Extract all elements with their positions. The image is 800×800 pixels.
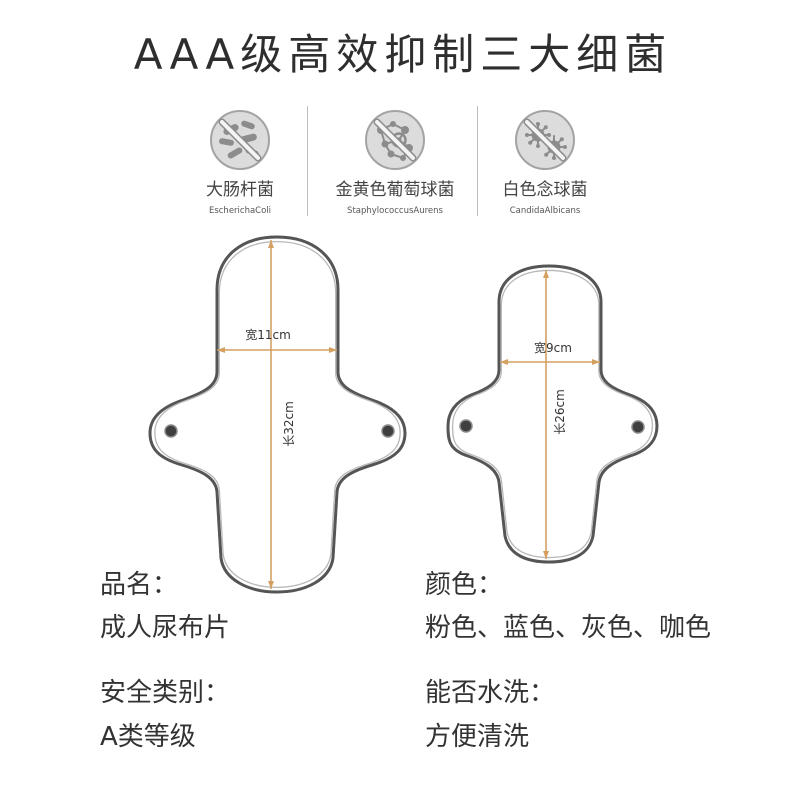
bacteria-name: 大肠杆菌: [206, 180, 274, 200]
large-pad: 宽11cm 长32cm: [148, 235, 407, 594]
snap-button: [631, 420, 645, 434]
bacteria-latin-name: StaphylococcusAurens: [347, 206, 443, 216]
product-name-value: 成人尿布片: [100, 613, 231, 643]
column-divider: [307, 106, 308, 216]
large-pad-outline: [148, 235, 407, 594]
small-pad-outline: [446, 264, 659, 564]
washable-label: 能否水洗：: [425, 678, 556, 708]
fungus-crossed-icon: [515, 110, 575, 170]
snap-button: [164, 424, 178, 438]
page-title: AAA级高效抑制三大细菌: [133, 30, 673, 79]
color-label: 颜色：: [425, 570, 504, 600]
bacteria-item-staphylococcus: 金黄色葡萄球菌 StaphylococcusAurens: [310, 108, 480, 216]
rod-bacteria-crossed-icon: [210, 110, 270, 170]
bacteria-item-escherichia-coli: 大肠杆菌 EscherichaColi: [155, 108, 325, 216]
bacteria-latin-name: EscherichaColi: [208, 206, 272, 216]
safety-category-label: 安全类别：: [100, 678, 231, 708]
product-name-label: 品名：: [100, 570, 179, 600]
small-pad-length-label: 长26cm: [553, 389, 567, 435]
safety-category-value: A类等级: [100, 722, 196, 752]
snap-button: [459, 419, 473, 433]
small-pad-stitching: [453, 270, 653, 557]
large-pad-width-label: 宽11cm: [245, 327, 291, 342]
bacteria-latin-name: CandidaAlbicans: [509, 206, 581, 216]
small-pad-width-label: 宽9cm: [534, 340, 572, 355]
large-pad-length-label: 长32cm: [282, 401, 296, 447]
washable-value: 方便清洗: [425, 722, 530, 752]
small-pad: 宽9cm 长26cm: [446, 264, 659, 564]
cocci-bacteria-crossed-icon: [365, 110, 425, 170]
bacteria-name: 金黄色葡萄球菌: [335, 180, 455, 200]
bacteria-item-candida: 白色念球菌 CandidaAlbicans: [460, 108, 630, 216]
color-value: 粉色、蓝色、灰色、咖色: [425, 613, 712, 643]
large-pad-stitching: [155, 242, 400, 588]
bacteria-name: 白色念球菌: [502, 180, 588, 200]
snap-button: [381, 424, 395, 438]
column-divider: [477, 106, 478, 216]
